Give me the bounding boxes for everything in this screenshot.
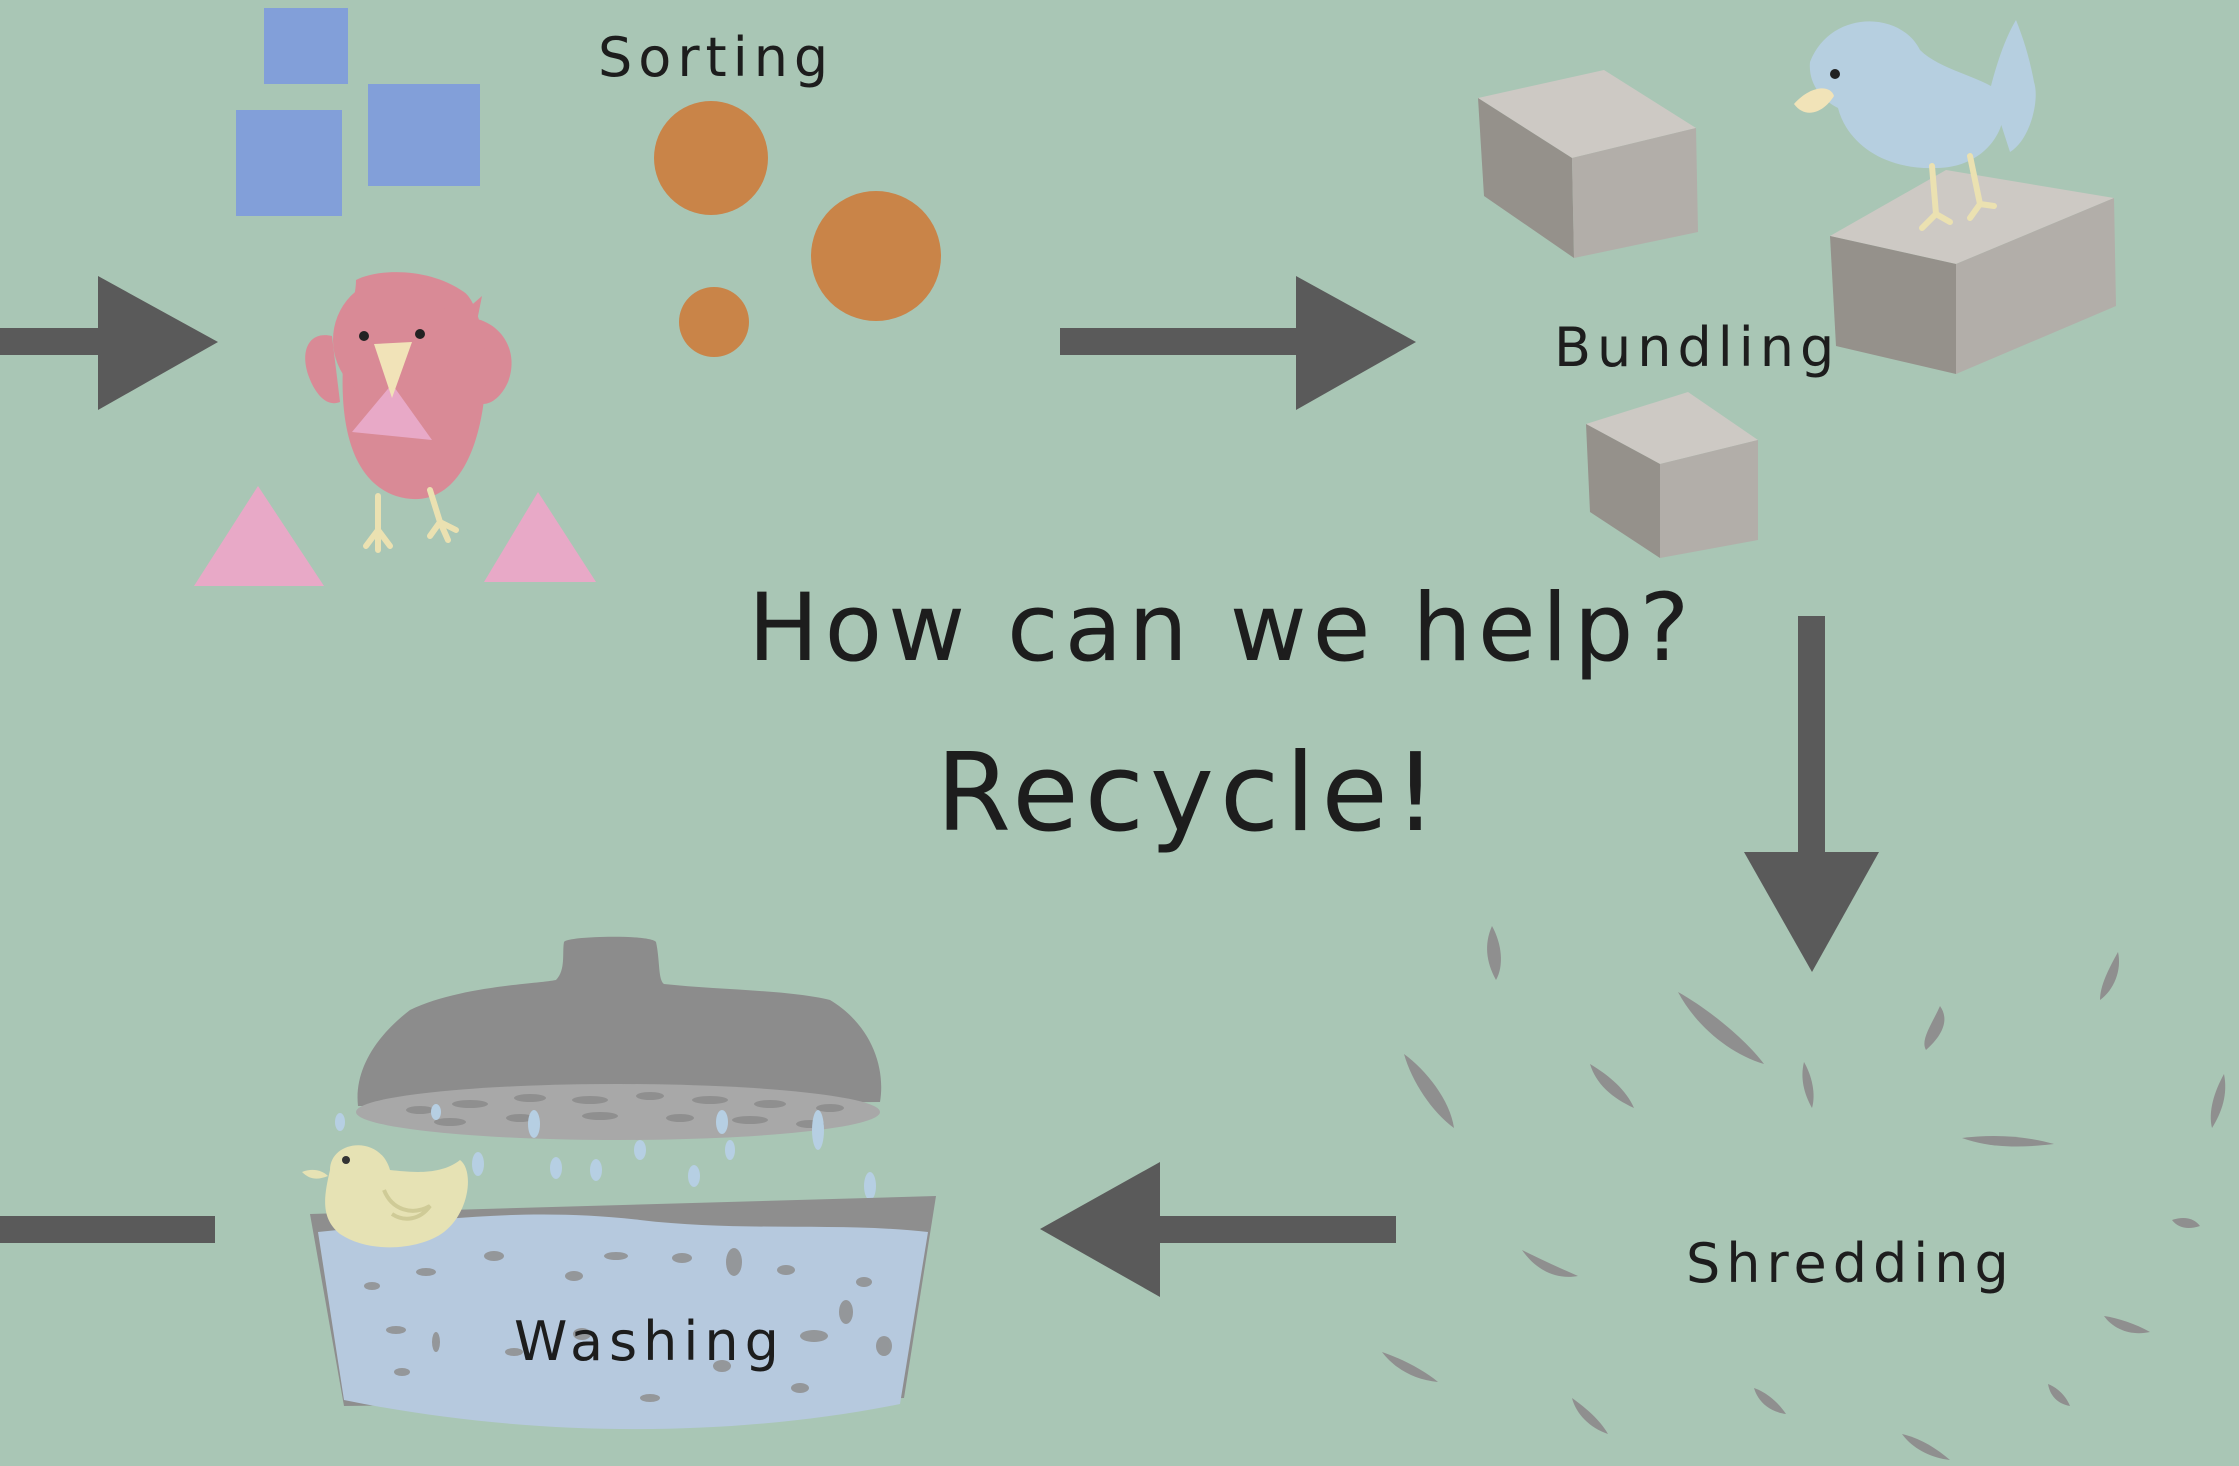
title-text: How can we help?: [748, 574, 1695, 683]
square-shape: [264, 8, 348, 84]
pink-bird-icon: [305, 272, 511, 550]
circle-shape: [811, 191, 941, 321]
bundle-cube: [1830, 170, 2116, 374]
circle-shape: [679, 287, 749, 357]
sorting-to-bundling-arrow: [1060, 276, 1416, 410]
bundling-label: Bundling: [1554, 316, 1840, 379]
square-shape: [236, 110, 342, 216]
orange-circles: [654, 101, 941, 357]
subtitle-text: Recycle!: [936, 731, 1443, 856]
bundling-to-shredding-arrow: [1744, 616, 1879, 972]
exit-line: [0, 1216, 215, 1243]
square-shape: [368, 84, 480, 186]
bundling-stage: Bundling: [1478, 20, 2116, 558]
blue-squares: [236, 8, 480, 216]
bundle-cube: [1586, 392, 1758, 558]
sorting-label: Sorting: [598, 26, 834, 89]
circle-shape: [654, 101, 768, 215]
shredding-label: Shredding: [1686, 1232, 2015, 1295]
shredding-stage: Shredding: [1382, 926, 2225, 1460]
triangle-shape: [194, 486, 324, 586]
entry-arrow: [0, 276, 218, 410]
shredded-pieces: [1382, 926, 2225, 1460]
pink-triangles: [194, 486, 596, 586]
triangle-shape: [484, 492, 596, 582]
washing-stage: Washing: [302, 937, 936, 1429]
bundle-cube: [1478, 70, 1698, 258]
shredding-to-washing-arrow: [1040, 1162, 1396, 1297]
washing-label: Washing: [514, 1310, 785, 1373]
sorting-stage: Sorting: [194, 8, 941, 586]
